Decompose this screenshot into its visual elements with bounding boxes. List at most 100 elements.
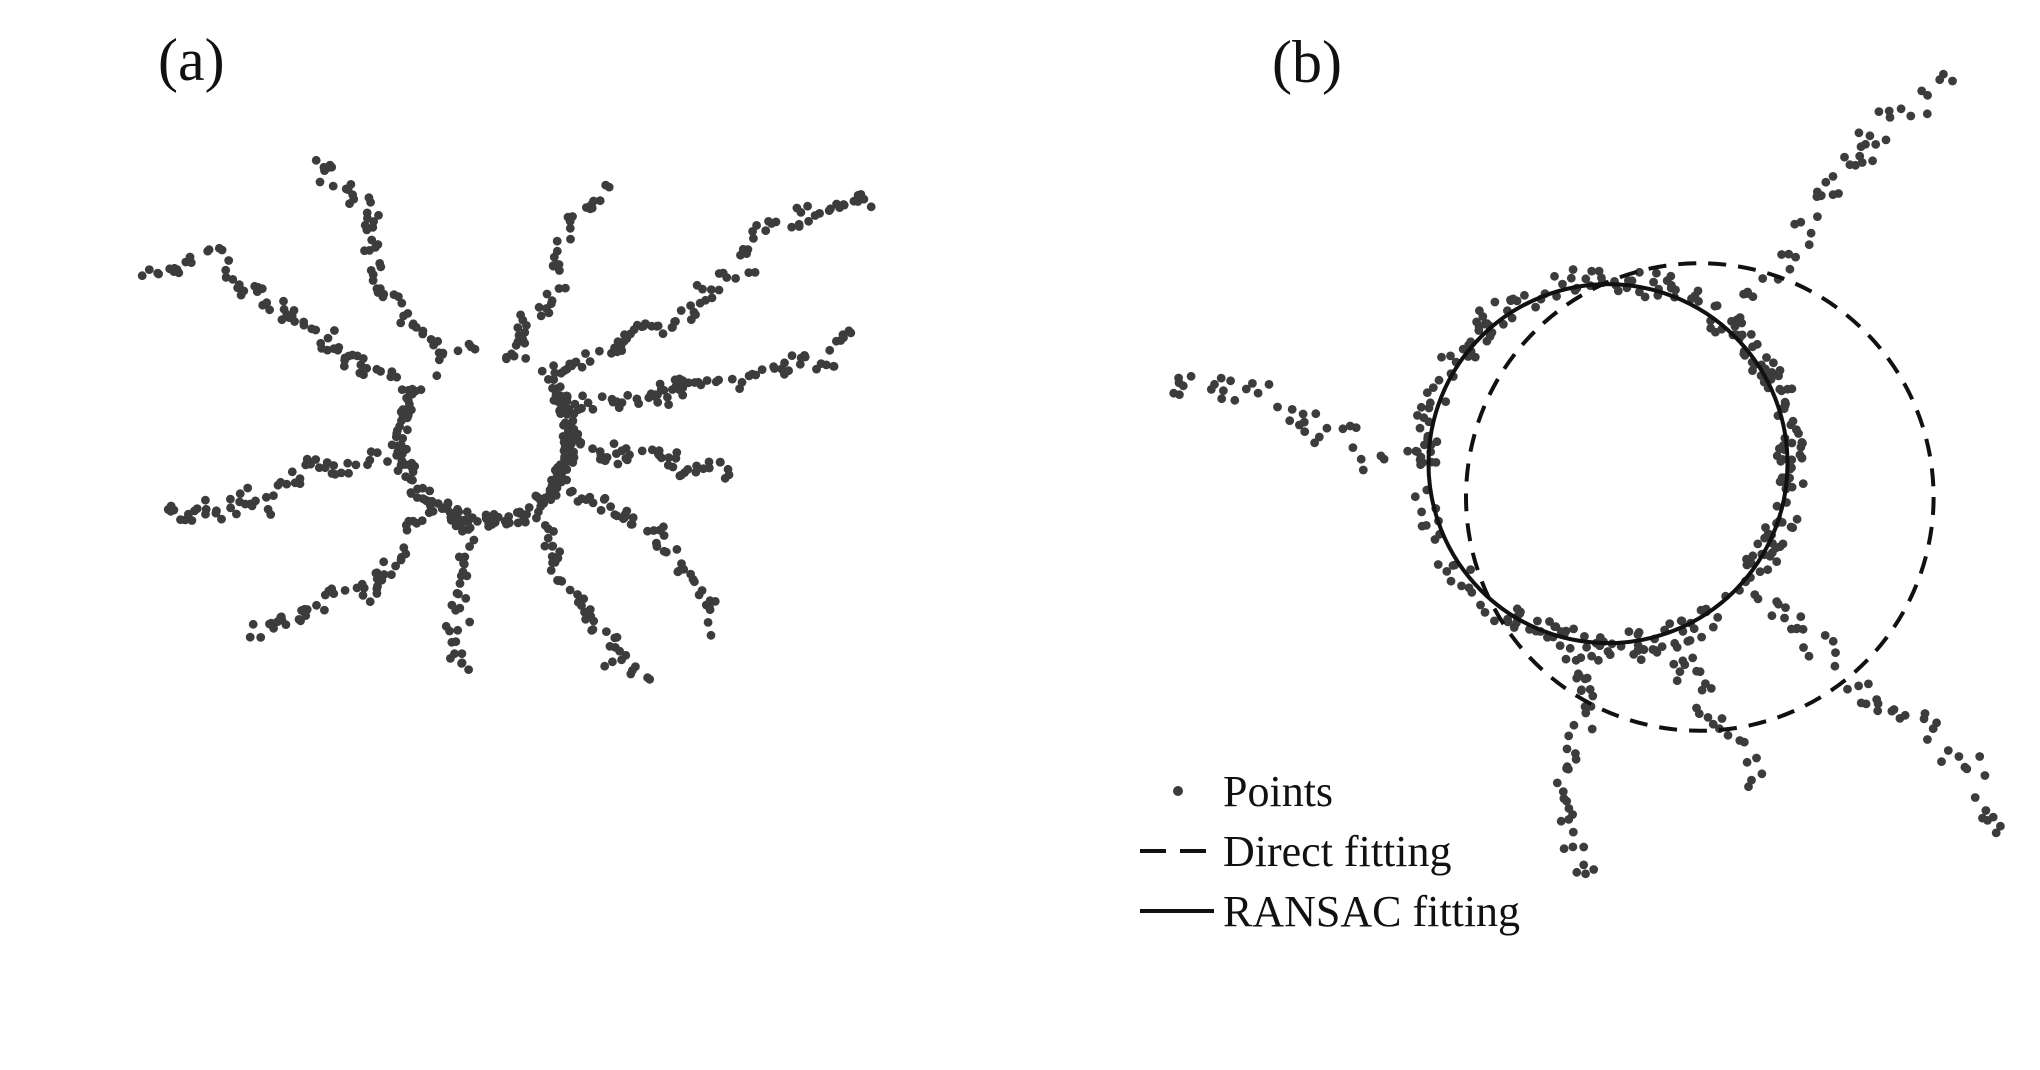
legend-label-ransac: RANSAC fitting — [1223, 887, 1520, 936]
branch-point — [757, 365, 767, 374]
branch-point — [438, 348, 448, 358]
branch-point — [731, 274, 740, 283]
branch-point — [358, 354, 368, 363]
branch-point — [456, 571, 466, 581]
branch-point — [522, 321, 531, 330]
branch-point — [602, 627, 611, 636]
direct-fit-circle — [1464, 261, 1936, 733]
branch-point — [542, 289, 552, 299]
branch-point — [677, 470, 686, 480]
branch-point — [691, 467, 701, 477]
branch-point — [647, 445, 657, 455]
ring-point — [484, 519, 494, 528]
branch-point — [1219, 386, 1228, 396]
branch-point — [567, 439, 576, 449]
branch-point — [546, 299, 556, 309]
legend-label-points: Points — [1223, 767, 1333, 816]
branch-point — [1758, 274, 1768, 283]
branch-point — [706, 630, 716, 640]
branch-point — [1872, 695, 1882, 704]
branch-point — [718, 268, 728, 278]
branch-point — [1896, 104, 1906, 114]
ring-point — [1415, 423, 1425, 433]
branch-point — [544, 375, 553, 384]
branch-point — [267, 618, 276, 628]
branch-point — [663, 460, 673, 470]
branch-point — [383, 457, 392, 466]
branch-point — [247, 501, 257, 511]
branch-point — [374, 210, 383, 220]
branch-point — [1864, 679, 1873, 689]
ring-point — [537, 366, 547, 376]
ring-point — [1410, 492, 1420, 502]
branch-point — [1556, 816, 1566, 826]
branch-point — [1564, 731, 1574, 741]
branch-point — [1322, 423, 1332, 433]
branch-point — [659, 522, 668, 532]
branch-point — [714, 285, 724, 295]
ring-point — [1776, 456, 1786, 466]
branch-point — [1943, 746, 1953, 755]
branch-point — [299, 317, 309, 327]
branch-point — [744, 268, 754, 277]
branch-point — [181, 257, 191, 267]
branch-point — [743, 245, 753, 254]
branch-point — [568, 212, 577, 221]
branch-point — [346, 180, 356, 189]
ring-point — [1798, 479, 1808, 488]
ring-point — [1605, 650, 1615, 659]
branch-point — [295, 479, 305, 489]
branch-point — [1796, 217, 1806, 227]
branch-point — [407, 384, 417, 394]
branch-point — [661, 547, 671, 557]
branch-point — [613, 459, 623, 469]
branch-point — [1562, 744, 1572, 754]
branch-point — [1669, 659, 1679, 669]
branch-point — [585, 605, 595, 614]
branch-point — [172, 265, 182, 274]
ring-point — [453, 504, 462, 514]
ring-point — [1624, 627, 1634, 636]
ring-point — [560, 452, 569, 462]
ring-point — [1652, 268, 1661, 278]
branch-point — [340, 355, 350, 365]
branch-point — [469, 535, 479, 545]
branch-point — [663, 392, 672, 402]
branch-point — [1568, 827, 1578, 837]
ring-point — [1587, 651, 1596, 661]
branch-point — [323, 333, 333, 343]
ring-point — [1446, 576, 1456, 586]
branch-point — [1757, 769, 1767, 779]
branch-point — [316, 338, 326, 348]
ring-point — [555, 382, 565, 392]
ring-point — [1677, 616, 1687, 626]
branch-point — [1579, 842, 1589, 852]
branch-point — [248, 619, 258, 629]
ring-point — [1466, 565, 1475, 574]
branch-point — [771, 217, 781, 227]
branch-point — [689, 307, 699, 317]
branch-point — [1980, 771, 1990, 780]
branch-point — [1562, 764, 1571, 773]
branch-point — [581, 614, 590, 624]
ring-point — [403, 425, 412, 435]
ring-point — [1550, 271, 1559, 281]
ring-point — [1442, 567, 1452, 576]
branch-point — [1871, 140, 1881, 149]
ring-point — [1713, 613, 1723, 622]
branch-point — [550, 558, 560, 567]
branch-point — [702, 376, 712, 385]
branch-point — [1571, 655, 1581, 665]
branch-point — [441, 621, 451, 631]
ring-point — [1640, 292, 1650, 302]
ring-point — [1762, 353, 1771, 362]
ring-point — [556, 460, 565, 469]
branch-point — [787, 351, 797, 360]
ring-point — [1582, 642, 1591, 652]
branch-point — [659, 531, 669, 540]
branch-point — [1828, 172, 1838, 181]
branch-point — [1919, 714, 1929, 724]
branch-point — [1298, 409, 1308, 419]
ring-point — [1594, 655, 1603, 665]
branch-point — [692, 280, 702, 290]
